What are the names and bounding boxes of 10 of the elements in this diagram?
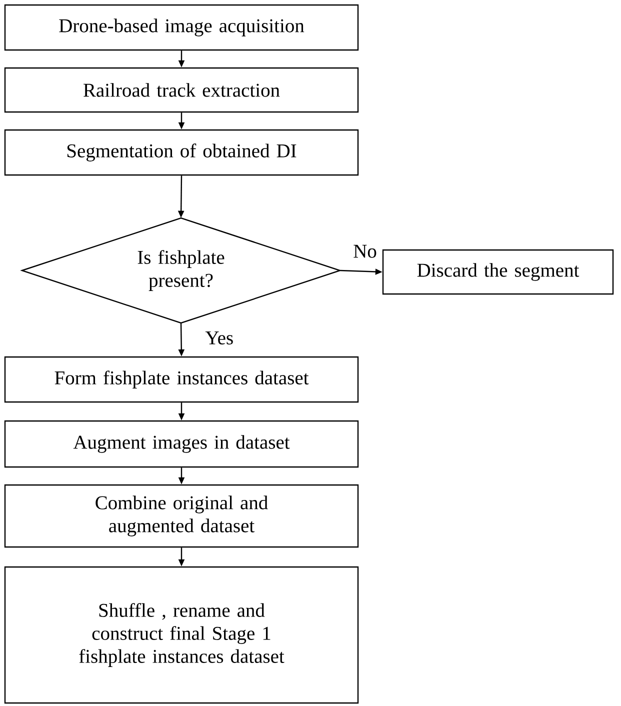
process-box: Form fishplate instances dataset [4,356,359,403]
process-box: Segmentation of obtained DI [4,129,359,176]
edge-label: Yes [205,332,233,344]
process-box: Combine original and augmented dataset [4,484,359,548]
process-box: Drone-based image acquisition [4,4,359,51]
process-box: Augment images in dataset [4,420,359,468]
process-box: Railroad track extraction [4,67,359,113]
process-box: Shuffle , rename and construct final Stage 1 fishplate instances dataset [4,566,359,704]
edge-label: No [354,244,376,258]
process-box: Discard the segment [382,249,614,295]
